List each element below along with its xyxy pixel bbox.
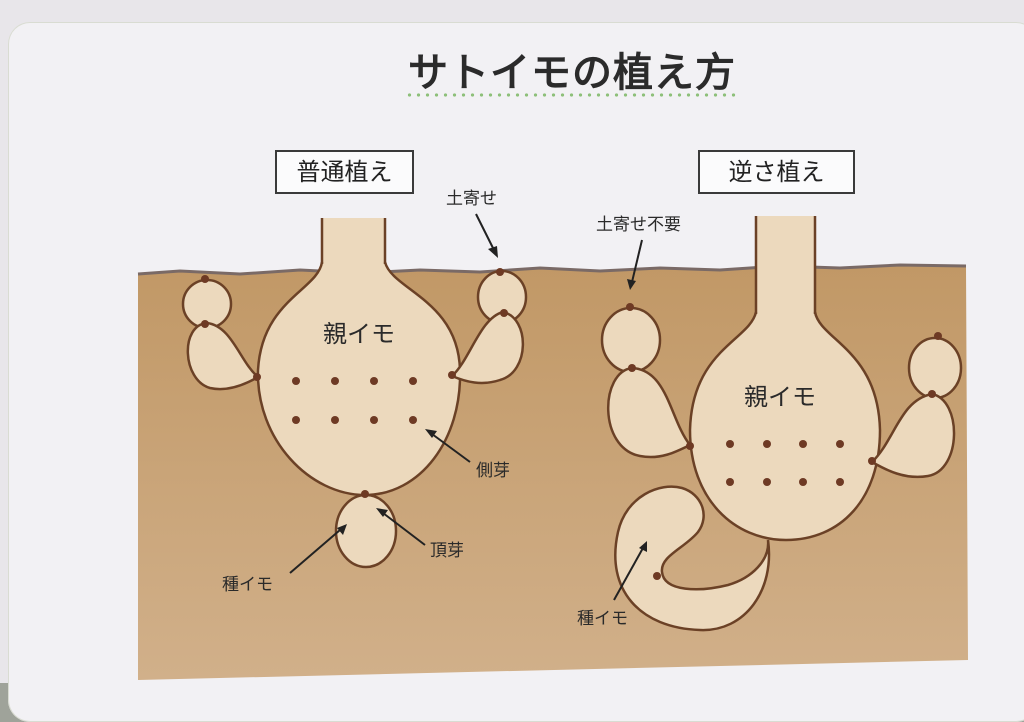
left-mother-label: 親イモ	[323, 320, 395, 348]
right-hilling-label: 土寄せ不要	[596, 215, 681, 235]
right-mother-label: 親イモ	[744, 383, 816, 411]
planting-diagram: 親イモ 土寄せ 側芽 頂芽 種イモ 親イモ 土寄せ不要 種イモ	[137, 189, 968, 680]
side-bud-label: 側芽	[476, 461, 510, 481]
left-seed-label: 種イモ	[222, 575, 273, 595]
right-mother-tuber	[688, 311, 882, 542]
inverted-planting-heading: 逆さ植え	[698, 150, 855, 194]
left-cormel-lower-left	[186, 321, 261, 391]
right-cormel-upper-left	[600, 306, 662, 374]
right-cormel-lower-right	[869, 392, 956, 479]
right-seed-tuber	[614, 485, 771, 632]
right-buds	[626, 303, 942, 580]
top-bud-label: 頂芽	[430, 541, 464, 561]
left-seed-tuber	[334, 493, 398, 569]
right-cormel-lower-left	[606, 366, 692, 459]
right-cormel-upper-right	[907, 336, 963, 400]
page-title: サトイモの植え方	[408, 50, 736, 96]
ground-line	[137, 263, 967, 276]
normal-planting-heading: 普通植え	[275, 150, 414, 194]
right-seed-label: 種イモ	[577, 609, 628, 629]
annotation-arrows	[289, 213, 647, 601]
left-hilling-label: 土寄せ	[446, 189, 497, 209]
title-underline	[405, 92, 740, 98]
normal-planting-illustration	[181, 218, 528, 569]
left-cormel-lower-right	[449, 310, 525, 385]
left-buds	[201, 268, 508, 498]
inverted-planting-illustration	[600, 216, 963, 632]
